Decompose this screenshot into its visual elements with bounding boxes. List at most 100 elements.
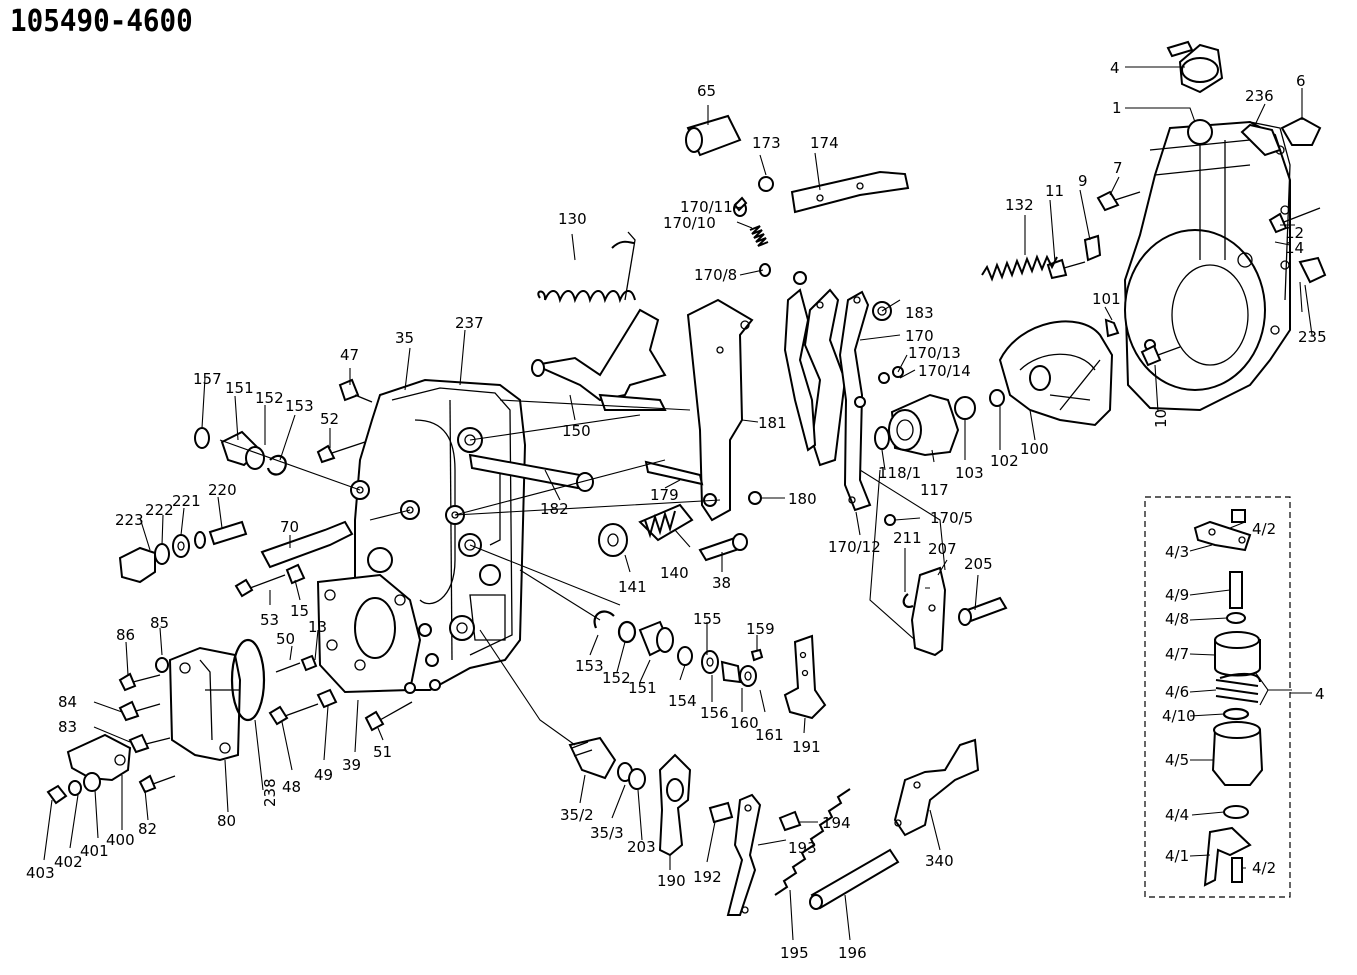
label-70: 70 [280, 518, 299, 536]
label-140: 140 [660, 564, 689, 582]
label-170-12: 170/12 [828, 538, 881, 556]
label-4-6: 4/6 [1165, 683, 1189, 701]
label-192: 192 [693, 868, 722, 886]
label-48: 48 [282, 778, 301, 796]
label-4: 4 [1110, 59, 1120, 77]
label-4-10: 4/10 [1162, 707, 1196, 725]
stop-lever-207 [902, 566, 1008, 657]
label-156: 156 [700, 704, 729, 722]
label-205: 205 [964, 555, 993, 573]
label-35-2: 35/2 [560, 806, 594, 824]
label-13: 13 [308, 618, 327, 636]
label-402: 402 [54, 853, 83, 871]
label-103: 103 [955, 464, 984, 482]
label-180: 180 [788, 490, 817, 508]
lever-174 [758, 170, 910, 214]
part-labels: 4 1 236 6 7 9 11 132 12 14 101 235 10 10… [26, 59, 1327, 962]
page-title: 105490-4600 [10, 4, 193, 39]
bolts-80 [118, 657, 176, 794]
cover-80 [168, 638, 266, 762]
label-155: 155 [693, 610, 722, 628]
label-170-10: 170/10 [663, 214, 716, 232]
label-11: 11 [1045, 182, 1064, 200]
label-170-11: 170/11 [680, 198, 733, 216]
label-161: 161 [755, 726, 784, 744]
label-85: 85 [150, 614, 169, 632]
label-4-8: 4/8 [1165, 610, 1189, 628]
left-fittings [118, 520, 248, 584]
plate-13 [316, 573, 441, 694]
label-151b: 151 [628, 679, 657, 697]
detail-box-4 [1144, 496, 1291, 898]
label-191: 191 [792, 738, 821, 756]
label-47: 47 [340, 346, 359, 364]
label-51: 51 [373, 743, 392, 761]
label-153a: 153 [285, 397, 314, 415]
label-157: 157 [193, 370, 222, 388]
label-39: 39 [342, 756, 361, 774]
label-159: 159 [746, 620, 775, 638]
label-235: 235 [1298, 328, 1327, 346]
label-238: 238 [261, 778, 279, 807]
label-117: 117 [920, 481, 949, 499]
label-211: 211 [893, 529, 922, 547]
label-101: 101 [1092, 290, 1121, 308]
bracket-400 [46, 733, 132, 805]
lever-181 [686, 298, 754, 522]
label-82: 82 [138, 820, 157, 838]
label-4-7: 4/7 [1165, 645, 1189, 663]
label-50: 50 [276, 630, 295, 648]
bolts-mid-left [234, 378, 373, 598]
leader-lines [43, 66, 1313, 941]
label-6: 6 [1296, 72, 1306, 90]
label-181: 181 [758, 414, 787, 432]
label-400: 400 [106, 831, 135, 849]
label-9: 9 [1078, 172, 1088, 190]
label-193: 193 [788, 839, 817, 857]
adjusting-parts-140 [598, 460, 762, 562]
label-196: 196 [838, 944, 867, 962]
label-100: 100 [1020, 440, 1049, 458]
label-84: 84 [58, 693, 77, 711]
lever-assembly-170 [733, 196, 904, 526]
label-195: 195 [780, 944, 809, 962]
label-80: 80 [217, 812, 236, 830]
pipe-70 [260, 520, 354, 569]
label-152a: 152 [255, 389, 284, 407]
label-151a: 151 [225, 379, 254, 397]
label-86: 86 [116, 626, 135, 644]
label-4-2b: 4/2 [1252, 859, 1276, 877]
lever-150 [531, 231, 667, 411]
spring-130 [537, 240, 636, 304]
label-35: 35 [395, 329, 414, 347]
label-220: 220 [208, 481, 237, 499]
label-170-8: 170/8 [694, 266, 737, 284]
governor-small-parts [981, 40, 1327, 367]
label-10: 10 [1152, 409, 1170, 428]
plug-group-top [194, 427, 287, 476]
label-221: 221 [172, 492, 201, 510]
label-102: 102 [990, 452, 1019, 470]
label-141: 141 [618, 578, 647, 596]
label-170: 170 [905, 327, 934, 345]
label-153b: 153 [575, 657, 604, 675]
label-4: 4 [1315, 685, 1325, 703]
label-118-1: 118/1 [878, 464, 921, 482]
label-401: 401 [80, 842, 109, 860]
label-174: 174 [810, 134, 839, 152]
label-403: 403 [26, 864, 55, 882]
label-194: 194 [822, 814, 851, 832]
label-4-1: 4/1 [1165, 847, 1189, 865]
label-130: 130 [558, 210, 587, 228]
label-4-4: 4/4 [1165, 806, 1189, 824]
label-132: 132 [1005, 196, 1034, 214]
label-170-13: 170/13 [908, 344, 961, 362]
label-152b: 152 [602, 669, 631, 687]
label-170-14: 170/14 [918, 362, 971, 380]
label-1: 1 [1112, 99, 1122, 117]
label-4-2a: 4/2 [1252, 520, 1276, 538]
label-237: 237 [455, 314, 484, 332]
cap-65 [685, 114, 742, 157]
detail-4-parts [1193, 509, 1264, 887]
label-14: 14 [1285, 239, 1304, 257]
